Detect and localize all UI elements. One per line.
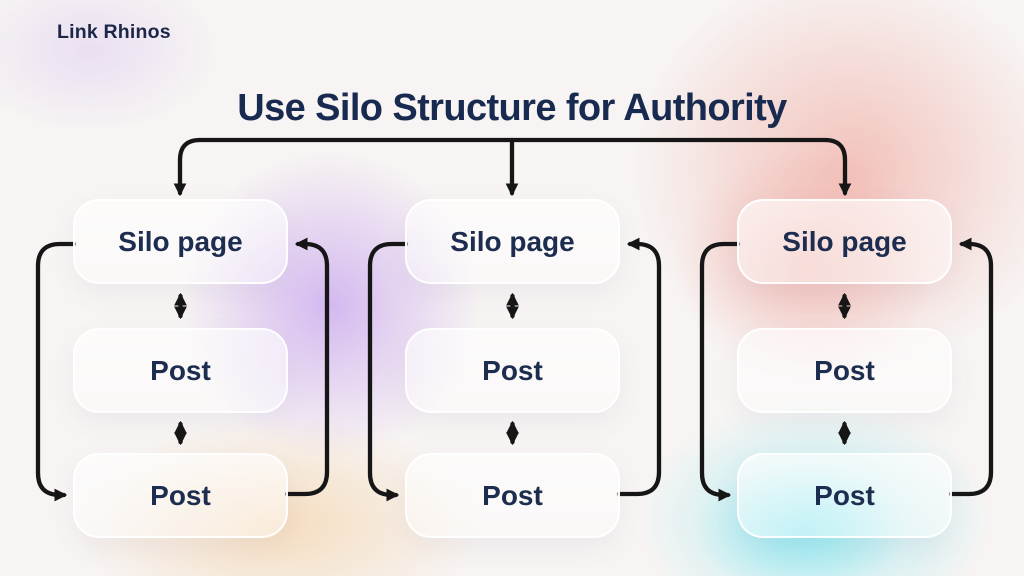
logo: Link Rhinos [57,21,171,43]
post-box-3b: Post [737,453,952,538]
column-2-arrows [367,237,662,502]
silo-page-box-1: Silo page [73,199,288,284]
post-box-1b: Post [73,453,288,538]
right-loop-arrow [616,237,662,497]
right-loop-arrow [284,237,330,497]
column-3-arrows [699,237,994,502]
post-box-3a: Post [737,328,952,413]
left-loop-arrow [367,241,409,502]
post-box-2a: Post [405,328,620,413]
left-loop-arrow [35,241,77,502]
post-box-1a: Post [73,328,288,413]
silo-page-box-2: Silo page [405,199,620,284]
page-title: Use Silo Structure for Authority [237,87,787,130]
left-loop-arrow [699,241,741,502]
top-connector [173,137,852,197]
post-box-2b: Post [405,453,620,538]
right-loop-arrow [948,237,994,497]
top-connector-right-arrow [509,137,852,197]
column-1-arrows [35,237,330,502]
silo-page-box-3: Silo page [737,199,952,284]
top-connector-left-arrow [173,137,515,197]
